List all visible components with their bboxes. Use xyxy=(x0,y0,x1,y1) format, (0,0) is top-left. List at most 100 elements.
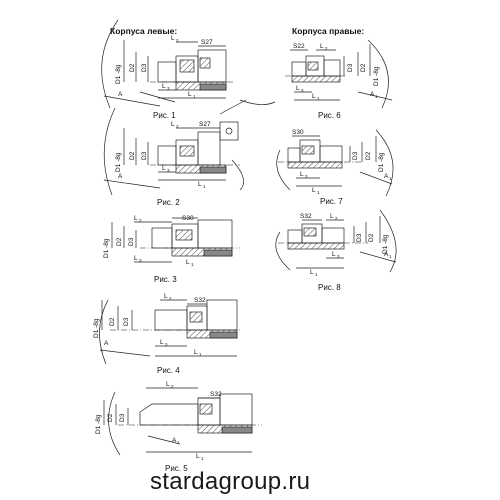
svg-text:1: 1 xyxy=(317,190,320,195)
right-housings-header: Корпуса правые: xyxy=(292,26,365,36)
svg-text:1: 1 xyxy=(375,94,378,99)
svg-text:L: L xyxy=(330,213,334,220)
svg-text:D3: D3 xyxy=(347,63,354,72)
svg-text:L: L xyxy=(164,293,168,300)
svg-text:D2: D2 xyxy=(365,151,372,160)
svg-text:D1 -8g: D1 -8g xyxy=(382,234,389,254)
svg-text:A: A xyxy=(118,91,123,98)
svg-text:S32: S32 xyxy=(300,213,312,220)
svg-text:D3: D3 xyxy=(356,233,363,242)
svg-text:1: 1 xyxy=(191,262,194,267)
svg-text:3: 3 xyxy=(167,86,170,91)
svg-text:2: 2 xyxy=(176,124,179,129)
svg-text:S30: S30 xyxy=(182,215,194,222)
svg-text:D2: D2 xyxy=(129,151,136,160)
svg-text:D1 -8g: D1 -8g xyxy=(93,318,100,338)
svg-text:L: L xyxy=(166,381,170,388)
svg-text:D3: D3 xyxy=(141,151,148,160)
svg-text:2: 2 xyxy=(169,296,172,301)
svg-text:D2: D2 xyxy=(368,233,375,242)
svg-text:D3: D3 xyxy=(119,413,126,422)
svg-text:S22: S22 xyxy=(293,43,305,50)
figure-4-drawing xyxy=(99,299,240,365)
svg-text:L: L xyxy=(300,171,304,178)
svg-text:D1 -8g: D1 -8g xyxy=(378,152,385,172)
svg-text:S27: S27 xyxy=(201,39,213,46)
svg-text:2: 2 xyxy=(171,384,174,389)
svg-text:S27: S27 xyxy=(199,121,211,128)
svg-text:L: L xyxy=(188,91,192,98)
figure-1-drawing xyxy=(101,19,276,109)
svg-text:A: A xyxy=(384,173,389,180)
svg-text:1: 1 xyxy=(389,254,392,259)
svg-text:D3: D3 xyxy=(123,317,130,326)
svg-text:A: A xyxy=(370,91,375,98)
figure-8-drawing xyxy=(275,209,397,273)
svg-text:3: 3 xyxy=(337,254,340,259)
figure-6-caption: Рис. 6 xyxy=(318,111,341,120)
svg-text:1: 1 xyxy=(199,352,202,357)
svg-text:A: A xyxy=(104,340,109,347)
svg-text:S32: S32 xyxy=(194,297,206,304)
svg-text:D1 -8g: D1 -8g xyxy=(95,414,102,434)
svg-text:L: L xyxy=(134,215,138,222)
figure-1-caption: Рис. 1 xyxy=(153,111,176,120)
figure-6-drawing xyxy=(285,39,393,109)
svg-text:L: L xyxy=(194,349,198,356)
left-housings-header: Корпуса левые: xyxy=(110,26,178,36)
figure-2-drawing xyxy=(103,99,247,196)
svg-text:3: 3 xyxy=(165,342,168,347)
svg-text:2: 2 xyxy=(335,216,338,221)
svg-text:1: 1 xyxy=(315,272,318,277)
svg-text:L: L xyxy=(134,255,138,262)
svg-text:3: 3 xyxy=(167,168,170,173)
figure-5-caption: Рис. 5 xyxy=(165,464,188,473)
svg-text:D1 -8g: D1 -8g xyxy=(115,152,122,172)
svg-text:D1 -8g: D1 -8g xyxy=(103,238,110,258)
svg-text:L: L xyxy=(196,453,200,460)
svg-text:L: L xyxy=(160,339,164,346)
svg-text:D2: D2 xyxy=(360,63,367,72)
svg-text:1: 1 xyxy=(317,96,320,101)
svg-text:L: L xyxy=(162,83,166,90)
svg-text:L: L xyxy=(171,35,175,42)
svg-text:S32: S32 xyxy=(210,391,222,398)
svg-text:A: A xyxy=(172,437,177,444)
figure-4-caption: Рис. 4 xyxy=(157,366,180,375)
svg-text:D3: D3 xyxy=(128,237,135,246)
svg-text:A: A xyxy=(118,173,123,180)
svg-text:D2: D2 xyxy=(109,317,116,326)
svg-text:S30: S30 xyxy=(292,129,304,136)
svg-text:L: L xyxy=(332,251,336,258)
svg-text:D1 -8g: D1 -8g xyxy=(373,66,380,86)
svg-text:D3: D3 xyxy=(352,151,359,160)
figure-7-drawing xyxy=(276,129,394,197)
svg-text:2: 2 xyxy=(139,218,142,223)
svg-text:L: L xyxy=(296,85,300,92)
figure-3-caption: Рис. 3 xyxy=(154,275,177,284)
figure-3-drawing xyxy=(111,217,240,263)
svg-text:1: 1 xyxy=(201,456,204,461)
figure-8-caption: Рис. 8 xyxy=(318,283,341,292)
figure-7-caption: Рис. 7 xyxy=(320,197,343,206)
svg-text:A: A xyxy=(384,251,389,258)
svg-text:L: L xyxy=(312,93,316,100)
svg-text:L: L xyxy=(320,43,324,50)
svg-text:2: 2 xyxy=(325,46,328,51)
svg-text:2: 2 xyxy=(176,38,179,43)
svg-text:D2: D2 xyxy=(129,63,136,72)
svg-text:L: L xyxy=(312,187,316,194)
svg-text:D1 -8g: D1 -8g xyxy=(115,64,122,84)
svg-text:L: L xyxy=(186,259,190,266)
footer-website: stardagroup.ru xyxy=(150,468,311,495)
svg-text:D3: D3 xyxy=(141,63,148,72)
svg-text:D2: D2 xyxy=(107,413,114,422)
svg-text:3: 3 xyxy=(301,88,304,93)
svg-text:1: 1 xyxy=(389,176,392,181)
svg-text:L: L xyxy=(162,165,166,172)
svg-text:1: 1 xyxy=(203,184,206,189)
svg-text:D2: D2 xyxy=(116,237,123,246)
svg-text:3: 3 xyxy=(139,258,142,263)
